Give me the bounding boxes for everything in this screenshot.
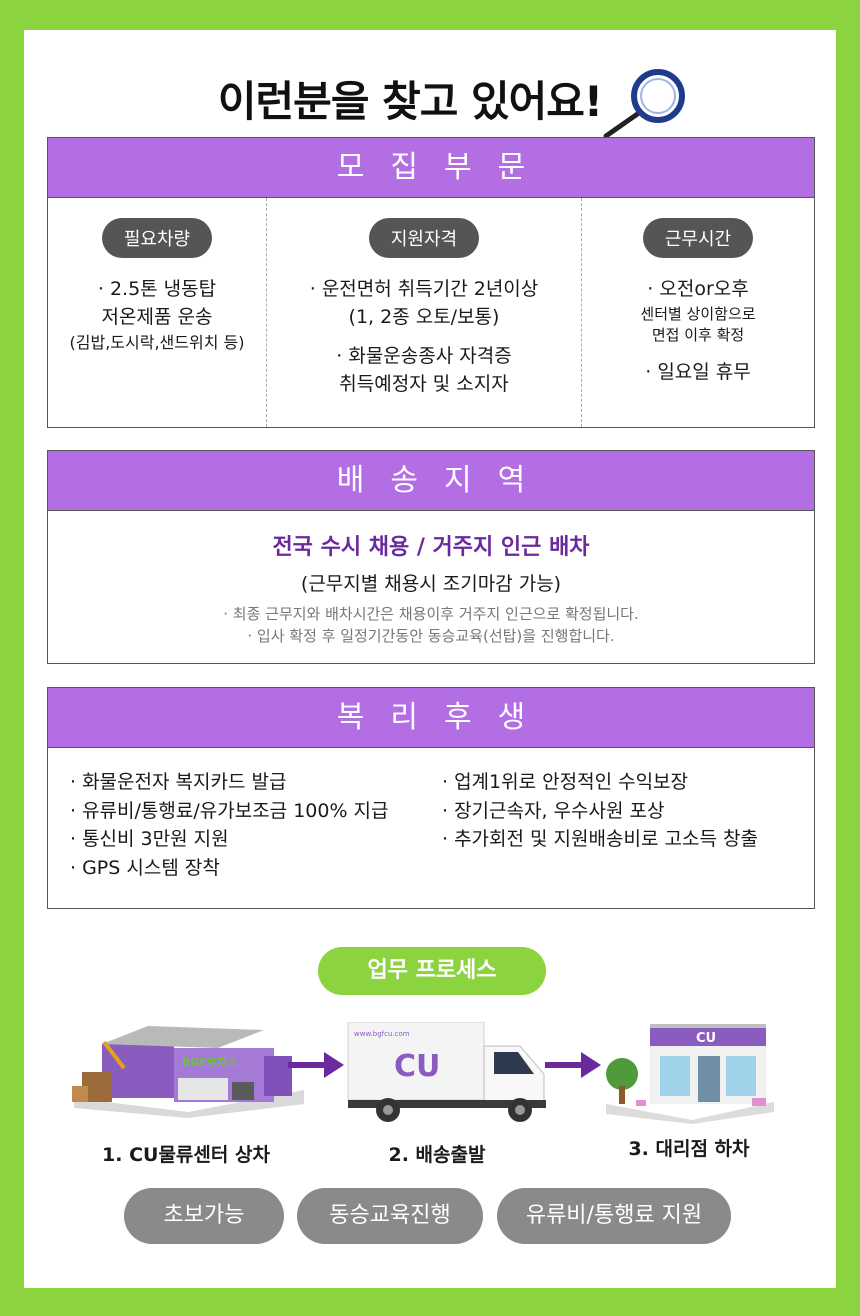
convenience-store-illustration: CU	[606, 1024, 774, 1124]
vehicle-label: 필요차량	[101, 218, 213, 258]
work-hours-line-4: · 일요일 휴무	[645, 361, 751, 384]
qualification-line-1: · 운전면허 취득기간 2년이상	[309, 278, 539, 300]
list-item: · GPS 시스템 장착	[70, 856, 220, 879]
list-item: · 업계1위로 안정적인 수익보장	[442, 771, 689, 793]
work-hours-line-3: 면접 이후 확정	[651, 326, 745, 345]
delivery-truck-illustration: www.bgfcu.com CU	[344, 1016, 546, 1122]
delivery-area-header: 배송지역	[48, 451, 814, 511]
recruit-section: 모집부문 필요차량 · 2.5톤 냉동탑 저온제품 운송 (김밥,도시락,샌드위…	[47, 137, 815, 428]
process-step-1: 1. CU물류센터 상차	[102, 1144, 270, 1166]
tag-beginner-ok: 초보가능	[124, 1188, 284, 1244]
arrow-right-icon	[288, 1052, 344, 1078]
process-step-2: 2. 배송출발	[388, 1144, 486, 1166]
tag-ride-along-training: 동승교육진행	[297, 1188, 483, 1244]
delivery-area-note-1: · 최종 근무지와 배차시간은 채용이후 거주지 인근으로 확정됩니다.	[223, 605, 639, 623]
arrow-right-icon	[545, 1052, 601, 1078]
work-hours-line-1: · 오전or오후	[647, 278, 749, 300]
list-item: · 추가회전 및 지원배송비로 고소득 창출	[442, 828, 758, 850]
welfare-header: 복리후생	[48, 688, 814, 748]
qualification-label: 지원자격	[368, 218, 480, 258]
list-item: · 유류비/통행료/유가보조금 100% 지급	[70, 799, 389, 822]
vehicle-line-1: · 2.5톤 냉동탑	[97, 278, 217, 300]
qualification-line-2: (1, 2종 오토/보통)	[348, 305, 500, 328]
page: 이런분을 찾고 있어요! 모집부문 필요차량 · 2.5톤 냉동탑 저온제품 운…	[24, 30, 836, 1288]
list-item: · 장기근속자, 우수사원 포상	[442, 799, 665, 822]
delivery-area-sub: (근무지별 채용시 조기마감 가능)	[300, 573, 562, 595]
warehouse-sign-text: BGF로지스	[182, 1055, 237, 1069]
list-item: · 통신비 3만원 지원	[70, 828, 229, 850]
magnifier-icon	[603, 69, 685, 139]
welfare-left-list: · 화물운전자 복지카드 발급 · 유류비/통행료/유가보조금 100% 지급 …	[70, 768, 442, 882]
delivery-area-main: 전국 수시 채용 / 거주지 인근 배차	[272, 535, 590, 560]
qualification-line-4: 취득예정자 및 소지자	[339, 372, 509, 395]
delivery-area-section: 배송지역 전국 수시 채용 / 거주지 인근 배차 (근무지별 채용시 조기마감…	[47, 450, 815, 664]
delivery-area-note-2: · 입사 확정 후 일정기간동안 동승교육(선탑)을 진행합니다.	[247, 626, 615, 645]
truck-url-text: www.bgfcu.com	[354, 1030, 410, 1038]
vehicle-line-2: 저온제품 운송	[101, 305, 213, 328]
page-headline: 이런분을 찾고 있어요!	[217, 77, 603, 126]
store-sign-text: CU	[696, 1031, 716, 1046]
logistics-center-illustration: BGF로지스	[72, 1026, 304, 1118]
process-title: 업무 프로세스	[318, 947, 546, 995]
work-hours-line-2: 센터별 상이함으로	[640, 304, 756, 323]
vehicle-line-3: (김밥,도시락,샌드위치 등)	[69, 333, 245, 353]
qualification-line-3: · 화물운송종사 자격증	[336, 345, 512, 368]
tag-fuel-toll-support: 유류비/통행료 지원	[497, 1188, 731, 1244]
welfare-section: 복리후생 · 화물운전자 복지카드 발급 · 유류비/통행료/유가보조금 100…	[47, 687, 815, 909]
process-step-3: 3. 대리점 하차	[628, 1138, 750, 1160]
qualification-column: 지원자격 · 운전면허 취득기간 2년이상 (1, 2종 오토/보통) · 화물…	[266, 198, 581, 427]
truck-logo-text: CU	[394, 1049, 440, 1084]
welfare-right-list: · 업계1위로 안정적인 수익보장 · 장기근속자, 우수사원 포상 · 추가회…	[442, 768, 814, 882]
work-hours-column: 근무시간 · 오전or오후 센터별 상이함으로 면접 이후 확정 · 일요일 휴…	[581, 198, 814, 427]
work-hours-label: 근무시간	[642, 218, 754, 258]
recruit-header: 모집부문	[48, 138, 814, 198]
vehicle-column: 필요차량 · 2.5톤 냉동탑 저온제품 운송 (김밥,도시락,샌드위치 등)	[48, 198, 266, 427]
list-item: · 화물운전자 복지카드 발급	[70, 771, 287, 793]
